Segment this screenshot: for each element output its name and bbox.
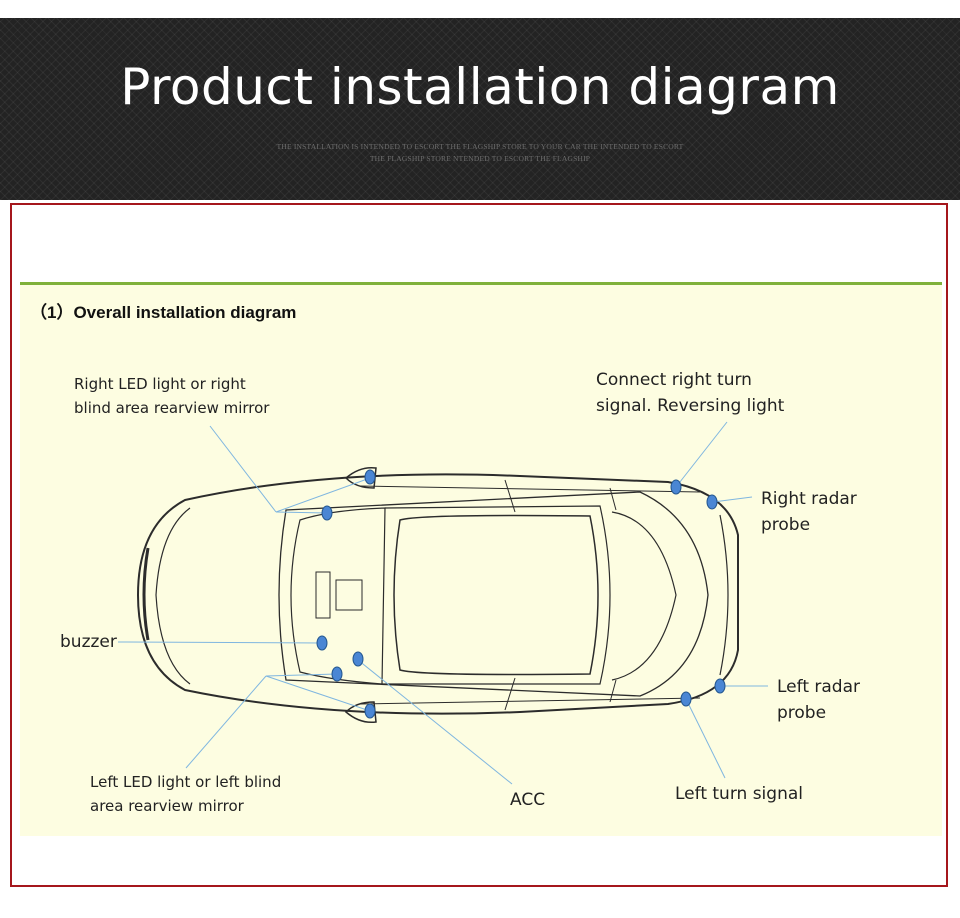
marker-left-mirror: [364, 703, 376, 719]
install-markers: [316, 469, 726, 719]
right-radar-probe-label: Right radar probe: [761, 486, 857, 538]
marker-right-mirror: [364, 469, 376, 485]
buzzer-label: buzzer: [60, 632, 117, 652]
right-radar-probe-label-line-2: probe: [761, 515, 811, 535]
right-turn-signal-label-line-1: Connect right turn: [596, 370, 752, 390]
right-turn-signal-label: Connect right turn signal. Reversing lig…: [596, 367, 784, 419]
right-led-label-line-2: blind area rearview mirror: [74, 399, 270, 417]
right-radar-probe-label-line-1: Right radar: [761, 489, 857, 509]
car-outline: [136, 466, 739, 724]
left-led-label-line-2: area rearview mirror: [90, 797, 244, 815]
leader-lines: [117, 421, 768, 785]
page-title: Product installation diagram: [120, 58, 840, 116]
marker-right-radar-probe: [706, 494, 718, 510]
acc-label: ACC: [510, 790, 546, 810]
right-led-label: Right LED light or right blind area rear…: [74, 372, 269, 420]
marker-buzzer: [316, 635, 328, 651]
left-radar-probe-label-line-2: probe: [777, 703, 827, 723]
marker-right-led: [321, 505, 333, 521]
left-radar-probe-label: Left radar probe: [777, 674, 860, 726]
marker-left-turn-signal: [680, 691, 692, 707]
header-subtitle-line-2: THE FLAGSHIP STORE NTENDED TO ESCORT THE…: [369, 154, 591, 163]
left-led-label: Left LED light or left blind area rearvi…: [90, 770, 281, 818]
header-subtitle-line-1: THE INSTALLATION IS INTENDED TO ESCORT T…: [276, 142, 684, 151]
marker-right-turn-signal: [670, 479, 682, 495]
marker-left-radar-probe: [714, 678, 726, 694]
marker-acc: [352, 651, 364, 667]
marker-left-led: [331, 666, 343, 682]
header-banner: Product installation diagram THE INSTALL…: [0, 18, 960, 200]
section-title: （1）Overall installation diagram: [30, 303, 297, 322]
left-radar-probe-label-line-1: Left radar: [777, 677, 860, 697]
right-turn-signal-label-line-2: signal. Reversing light: [596, 396, 785, 416]
left-turn-signal-label: Left turn signal: [675, 784, 803, 804]
left-led-label-line-1: Left LED light or left blind: [90, 773, 282, 791]
right-led-label-line-1: Right LED light or right: [74, 375, 246, 393]
diagram-panel: [20, 282, 942, 836]
